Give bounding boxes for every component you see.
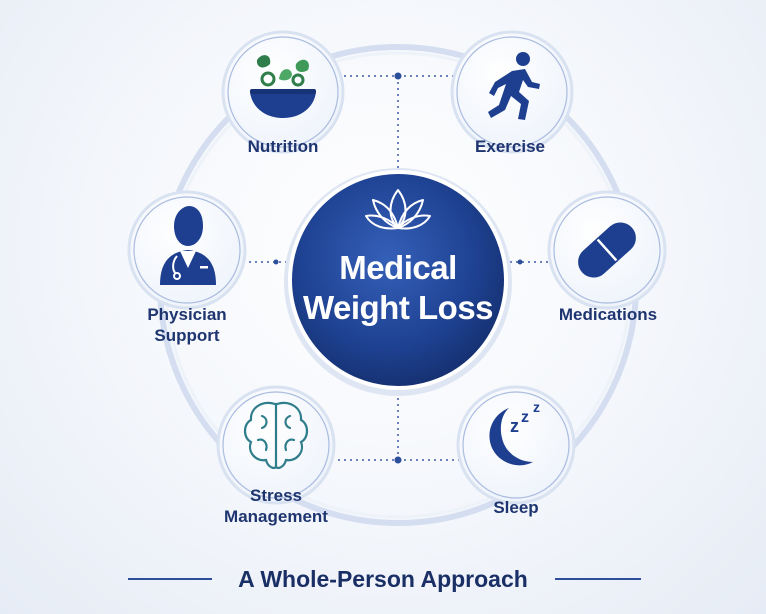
footer-rule-left [128, 578, 212, 580]
label-nutrition: Nutrition [247, 137, 319, 156]
lotus-icon [365, 189, 431, 230]
moon-zzz-icon: z z z [489, 399, 540, 466]
node-physician [127, 190, 247, 310]
svg-text:z: z [521, 409, 529, 426]
label-physician-support: Physician Support [147, 305, 227, 345]
running-person-icon [488, 52, 540, 120]
salad-bowl-icon [250, 55, 316, 118]
connector-dots [273, 72, 523, 464]
center-circle [288, 170, 508, 390]
center-title: Medical Weight Loss [302, 249, 494, 326]
footer-rule-right [555, 578, 641, 580]
node-sleep [456, 385, 576, 505]
svg-text:z: z [533, 399, 540, 415]
label-exercise: Exercise [475, 137, 545, 156]
brain-icon [243, 401, 309, 470]
footer-caption: A Whole-Person Approach [238, 566, 528, 592]
label-stress-management: Stress Management [224, 486, 328, 526]
svg-text:z: z [510, 416, 519, 436]
label-sleep: Sleep [493, 498, 539, 517]
capsule-icon [578, 222, 636, 278]
label-medications: Medications [558, 305, 658, 324]
doctor-icon [160, 206, 216, 285]
